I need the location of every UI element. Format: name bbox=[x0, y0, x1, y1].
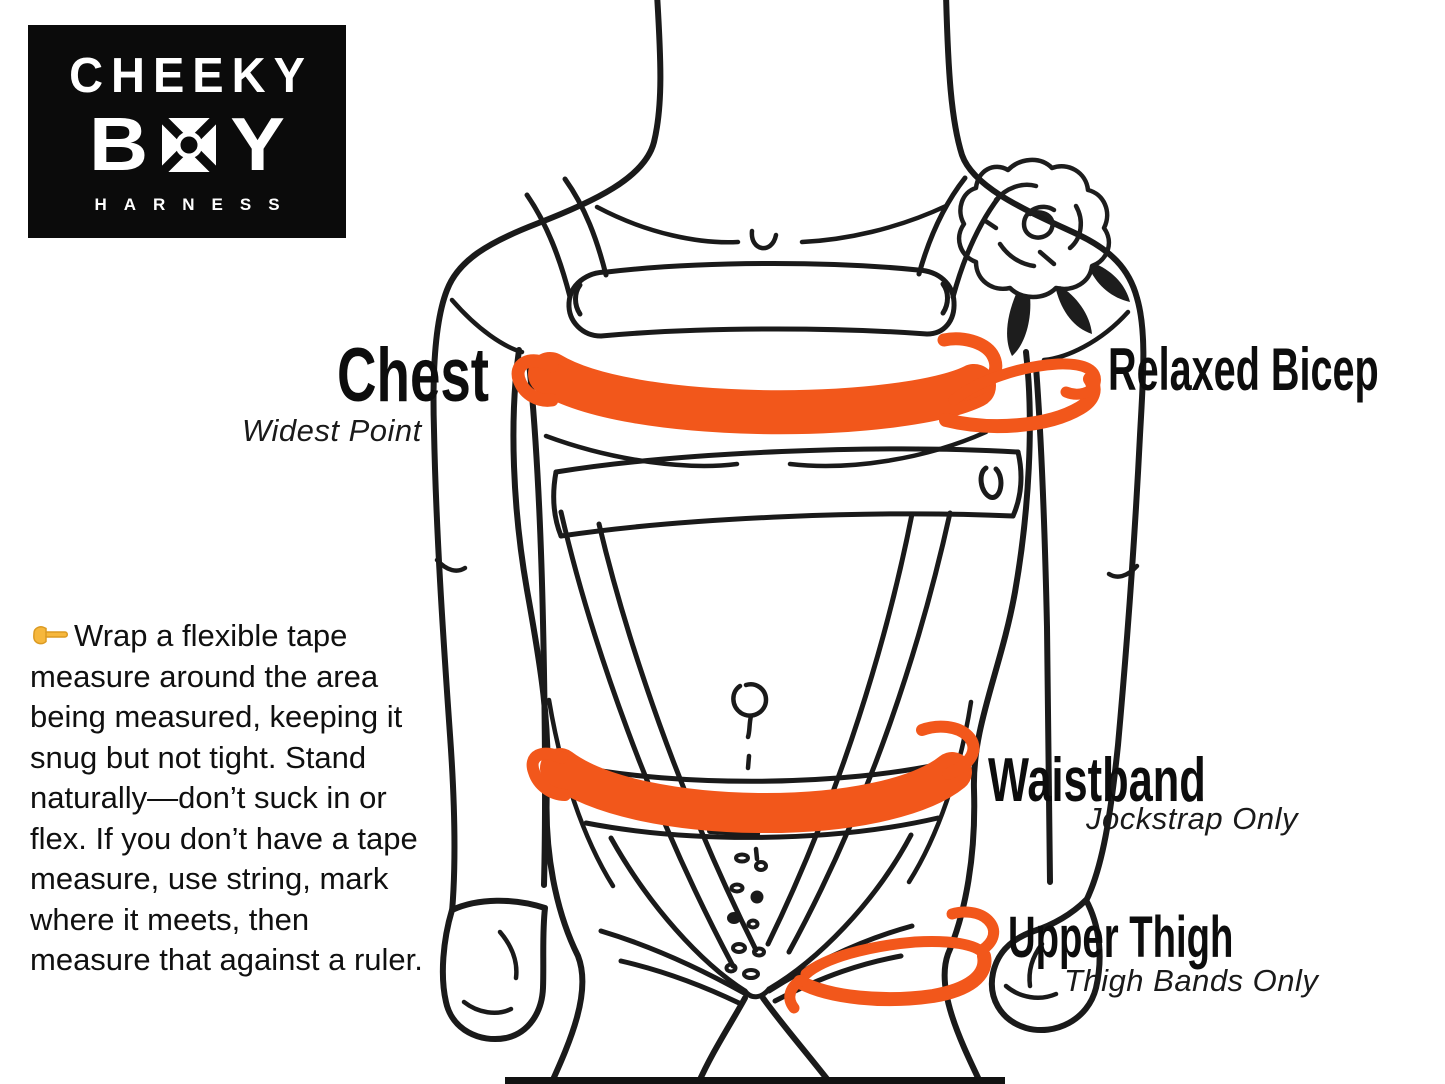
fists bbox=[439, 897, 1103, 1042]
logo-letter-y: Y bbox=[230, 102, 285, 186]
bicep-band bbox=[939, 358, 1101, 433]
instructions-text: Wrap a flexible tape measure around the … bbox=[30, 618, 423, 977]
chest-label: Chest bbox=[337, 333, 490, 418]
pouch-texture-dots bbox=[724, 852, 768, 980]
harness-straps bbox=[524, 175, 1024, 969]
bottom-crop-line bbox=[505, 1077, 1005, 1084]
chest-band bbox=[511, 332, 1003, 435]
measurement-bands bbox=[511, 332, 1101, 1014]
harness-x-knot-icon bbox=[161, 116, 218, 173]
chest-sublabel: Widest Point bbox=[242, 413, 422, 448]
thigh-band bbox=[784, 906, 1000, 1014]
upper-thigh-label: Upper Thigh bbox=[1008, 905, 1234, 970]
logo-text-boy: B Y bbox=[89, 104, 285, 186]
pointing-right-finger-icon bbox=[30, 619, 70, 647]
waist-band bbox=[526, 720, 980, 834]
logo-letter-b: B bbox=[89, 102, 149, 186]
waistband-label: Waistband bbox=[988, 746, 1206, 815]
measuring-instructions: Wrap a flexible tape measure around the … bbox=[30, 616, 432, 981]
rose-tattoo bbox=[956, 157, 1130, 356]
waistband-sublabel: Jockstrap Only bbox=[1086, 801, 1299, 836]
upper-thigh-sublabel: Thigh Bands Only bbox=[1064, 963, 1319, 998]
relaxed-bicep-label: Relaxed Bicep bbox=[1108, 336, 1379, 403]
logo-text-cheeky: CHEEKY bbox=[69, 46, 313, 102]
brand-logo: CHEEKY B Y HARNESS bbox=[28, 25, 346, 238]
logo-text-harness: HARNESS bbox=[94, 194, 297, 214]
